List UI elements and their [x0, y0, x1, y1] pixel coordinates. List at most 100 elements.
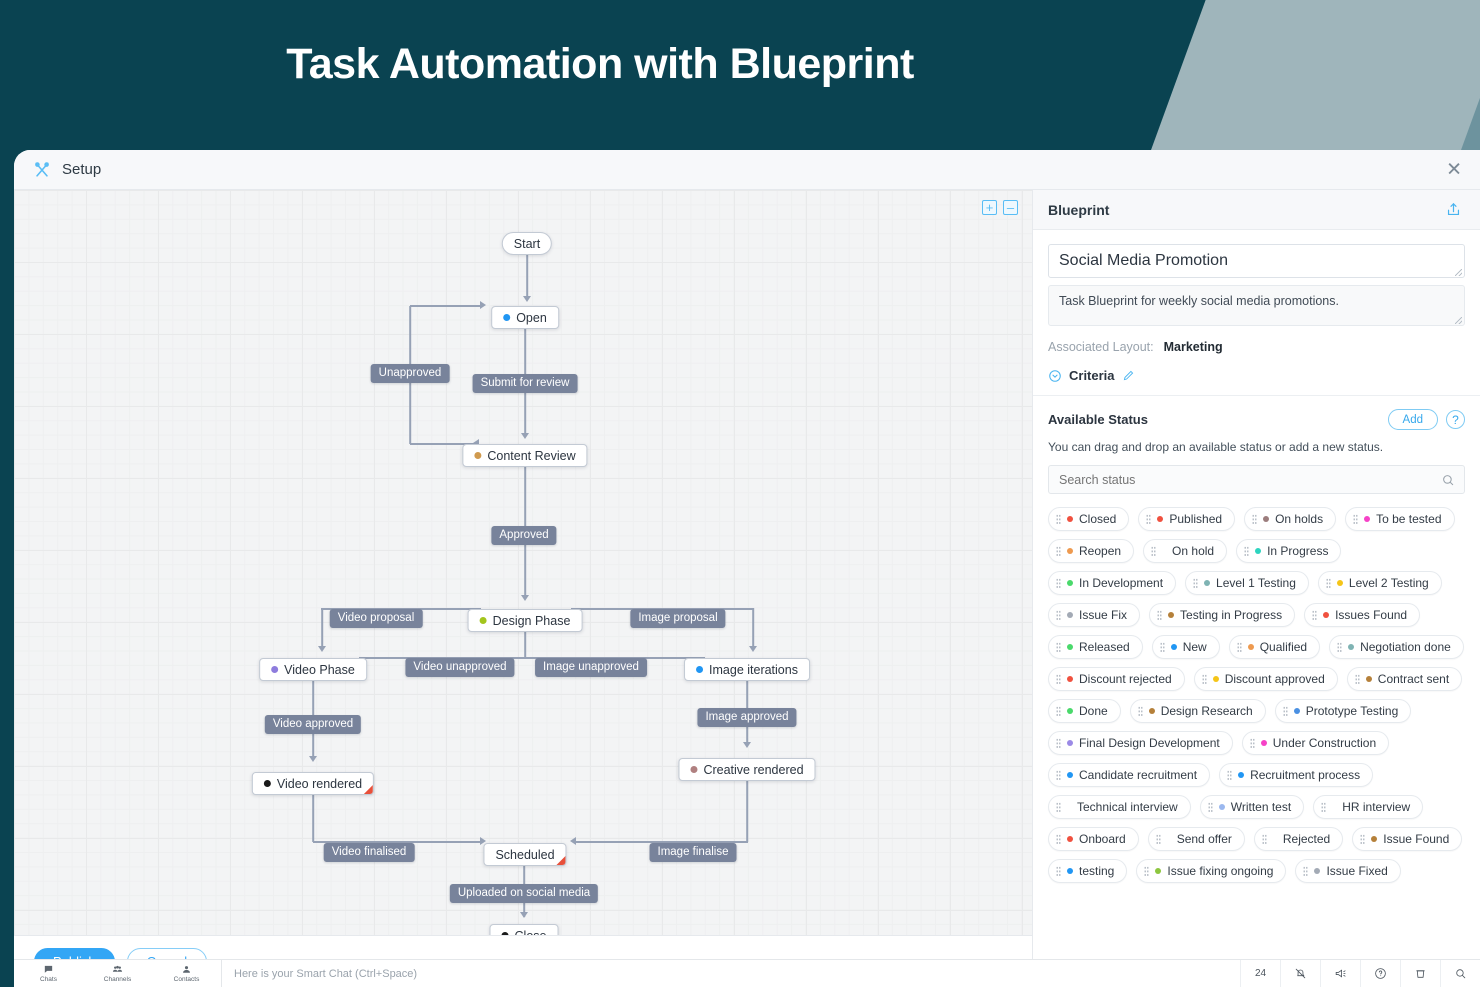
drag-handle-icon[interactable]	[1201, 673, 1207, 685]
drag-handle-icon[interactable]	[1207, 801, 1213, 813]
status-chip[interactable]: Issue fixing ongoing	[1136, 859, 1287, 883]
drag-handle-icon[interactable]	[1144, 865, 1150, 877]
flow-transition-imgfin[interactable]: Image finalise	[649, 843, 737, 862]
zoom-in-button[interactable]: +	[982, 200, 997, 215]
status-chip[interactable]: Technical interview	[1048, 795, 1191, 819]
status-chip[interactable]: Under Construction	[1241, 731, 1390, 755]
flow-transition-imgunap[interactable]: Image unapproved	[535, 658, 647, 677]
status-chip[interactable]: Recruitment process	[1219, 763, 1374, 787]
flow-node-imgiter[interactable]: Image iterations	[684, 658, 810, 681]
drag-handle-icon[interactable]	[1360, 833, 1366, 845]
status-chip[interactable]: In Development	[1048, 571, 1177, 595]
close-icon[interactable]: ✕	[1446, 159, 1462, 180]
drag-handle-icon[interactable]	[1353, 513, 1359, 525]
drag-handle-icon[interactable]	[1236, 641, 1242, 653]
flow-node-sched[interactable]: Scheduled	[483, 843, 567, 866]
flow-transition-approved[interactable]: Approved	[491, 526, 557, 545]
translate-icon[interactable]: 24	[1240, 960, 1280, 987]
announcement-icon[interactable]	[1320, 960, 1360, 987]
chevron-down-circle-icon[interactable]	[1048, 369, 1062, 383]
drag-handle-icon[interactable]	[1056, 545, 1061, 557]
status-chip[interactable]: Contract sent	[1346, 667, 1463, 691]
status-chip[interactable]: Qualified	[1228, 635, 1321, 659]
drag-handle-icon[interactable]	[1056, 833, 1061, 845]
smart-chat-input[interactable]: Here is your Smart Chat (Ctrl+Space)	[221, 960, 1240, 987]
status-chip[interactable]: Design Research	[1129, 699, 1266, 723]
drag-handle-icon[interactable]	[1155, 833, 1161, 845]
search-icon[interactable]	[1441, 473, 1455, 487]
drag-handle-icon[interactable]	[1321, 801, 1327, 813]
status-chip[interactable]: Prototype Testing	[1274, 699, 1412, 723]
status-chip[interactable]: Rejected	[1253, 827, 1344, 851]
add-status-button[interactable]: Add	[1387, 409, 1438, 430]
status-chip[interactable]: Reopen	[1048, 539, 1135, 563]
search-status-input[interactable]	[1059, 472, 1454, 487]
drag-handle-icon[interactable]	[1056, 513, 1061, 525]
status-search-box[interactable]	[1048, 465, 1465, 494]
flow-transition-submit[interactable]: Submit for review	[472, 374, 578, 393]
status-chip[interactable]: New	[1151, 635, 1220, 659]
status-chip[interactable]: Issues Found	[1304, 603, 1421, 627]
drag-handle-icon[interactable]	[1056, 769, 1061, 781]
blueprint-name-field[interactable]: Social Media Promotion	[1048, 244, 1465, 278]
resize-grip-icon[interactable]	[1455, 269, 1462, 276]
taskbar-app-contacts[interactable]: Contacts	[152, 960, 221, 987]
flow-node-creative[interactable]: Creative rendered	[678, 758, 816, 781]
status-chip[interactable]: testing	[1048, 859, 1128, 883]
search-icon[interactable]	[1440, 960, 1480, 987]
drag-handle-icon[interactable]	[1337, 641, 1343, 653]
flow-transition-unappr[interactable]: Unapproved	[370, 364, 450, 383]
flow-node-design[interactable]: Design Phase	[467, 609, 583, 632]
status-chip[interactable]: Released	[1048, 635, 1143, 659]
drag-handle-icon[interactable]	[1056, 609, 1061, 621]
flow-node-review[interactable]: Content Review	[462, 444, 588, 467]
drag-handle-icon[interactable]	[1056, 705, 1061, 717]
flow-node-close[interactable]: Close	[489, 924, 559, 935]
help-icon[interactable]: ?	[1446, 410, 1465, 429]
drag-handle-icon[interactable]	[1227, 769, 1233, 781]
drag-handle-icon[interactable]	[1056, 801, 1061, 813]
share-icon[interactable]	[1445, 201, 1462, 218]
criteria-row[interactable]: Criteria	[1048, 368, 1465, 383]
status-chip[interactable]: HR interview	[1313, 795, 1424, 819]
trash-icon[interactable]	[1400, 960, 1440, 987]
bell-off-icon[interactable]	[1280, 960, 1320, 987]
status-chip[interactable]: Send offer	[1147, 827, 1245, 851]
drag-handle-icon[interactable]	[1312, 609, 1318, 621]
status-chip[interactable]: Issue Fixed	[1295, 859, 1401, 883]
status-chip[interactable]: Discount rejected	[1048, 667, 1185, 691]
taskbar-app-chats[interactable]: Chats	[14, 960, 83, 987]
drag-handle-icon[interactable]	[1282, 705, 1288, 717]
drag-handle-icon[interactable]	[1261, 833, 1267, 845]
status-chip[interactable]: On holds	[1244, 507, 1337, 531]
help-icon[interactable]	[1360, 960, 1400, 987]
status-chip[interactable]: Issue Fix	[1048, 603, 1141, 627]
status-chip[interactable]: Testing in Progress	[1149, 603, 1296, 627]
flow-transition-imgappr[interactable]: Image approved	[697, 708, 797, 727]
flow-transition-imgprop[interactable]: Image proposal	[630, 609, 726, 628]
status-chip[interactable]: Final Design Development	[1048, 731, 1233, 755]
drag-handle-icon[interactable]	[1056, 641, 1061, 653]
drag-handle-icon[interactable]	[1193, 577, 1199, 589]
drag-handle-icon[interactable]	[1325, 577, 1331, 589]
status-chip[interactable]: Negotiation done	[1329, 635, 1464, 659]
status-chip[interactable]: Published	[1138, 507, 1236, 531]
flow-node-videorn[interactable]: Video rendered	[251, 772, 375, 795]
status-chip[interactable]: Onboard	[1048, 827, 1139, 851]
pencil-icon[interactable]	[1122, 369, 1135, 382]
drag-handle-icon[interactable]	[1056, 737, 1061, 749]
flow-transition-vidunap[interactable]: Video unapproved	[405, 658, 515, 677]
flow-transition-vidappr[interactable]: Video approved	[264, 715, 362, 734]
drag-handle-icon[interactable]	[1157, 609, 1163, 621]
status-chip[interactable]: In Progress	[1236, 539, 1342, 563]
status-chip[interactable]: Issue Found	[1352, 827, 1463, 851]
status-chip[interactable]: Written test	[1199, 795, 1305, 819]
blueprint-canvas[interactable]: + –	[14, 190, 1032, 935]
blueprint-description-field[interactable]: Task Blueprint for weekly social media p…	[1048, 285, 1465, 326]
flow-node-start[interactable]: Start	[501, 232, 553, 255]
status-chip[interactable]: Discount approved	[1193, 667, 1338, 691]
status-chip[interactable]: On hold	[1143, 539, 1228, 563]
drag-handle-icon[interactable]	[1303, 865, 1309, 877]
drag-handle-icon[interactable]	[1151, 545, 1157, 557]
status-chip[interactable]: Candidate recruitment	[1048, 763, 1211, 787]
